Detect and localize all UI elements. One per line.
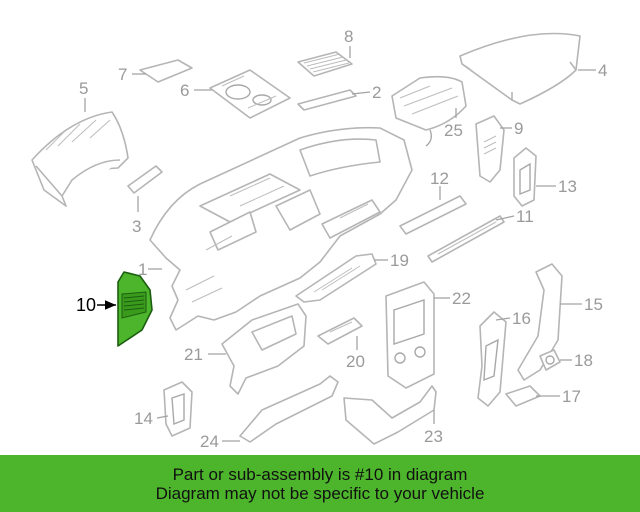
part-6-center-bezel [209, 69, 291, 119]
leader-lines [84, 46, 596, 442]
callout-13: 13 [558, 177, 577, 196]
part-20-bracket [317, 317, 363, 345]
part-23-console-trim [343, 385, 437, 445]
part-16-trim-bezel [477, 311, 507, 407]
callout-19: 19 [390, 251, 409, 270]
banner-line-2: Diagram may not be specific to your vehi… [155, 483, 485, 503]
callout-4: 4 [598, 61, 607, 80]
callout-16: 16 [512, 309, 531, 328]
part-25-airbag [391, 75, 467, 147]
callout-22: 22 [452, 289, 471, 308]
part-10-highlighted [117, 271, 153, 347]
part-21-column-cover [221, 303, 307, 395]
part-24-lower-panel [239, 375, 339, 443]
callout-6: 6 [180, 81, 189, 100]
part-9-side-panel [475, 115, 505, 183]
part-11-trim-strip [427, 215, 505, 263]
callout-10-highlighted: 10 [76, 295, 96, 315]
callout-18: 18 [574, 351, 593, 370]
part-22-center-stack [385, 281, 435, 389]
callout-2: 2 [372, 83, 381, 102]
info-banner: Part or sub-assembly is #10 in diagram D… [0, 455, 640, 512]
part-5-cluster-hood [31, 111, 129, 207]
part-4-top-pad [459, 32, 581, 105]
callout-11: 11 [516, 207, 534, 226]
callout-8: 8 [344, 27, 353, 46]
part-19-lower-trim [295, 253, 377, 303]
callout-24: 24 [200, 432, 219, 451]
part-14-vent [163, 381, 193, 437]
parts-diagram: 1 2 3 4 5 6 7 8 9 10 11 12 13 14 15 16 1… [31, 27, 607, 451]
callout-3: 3 [132, 217, 141, 236]
callout-12: 12 [430, 169, 449, 188]
callout-14: 14 [134, 409, 153, 428]
part-1-instrument-panel [149, 126, 413, 331]
callout-21: 21 [184, 345, 203, 364]
callout-20: 20 [346, 352, 365, 371]
callout-7: 7 [118, 65, 127, 84]
callout-9: 9 [514, 119, 523, 138]
callout-25: 25 [444, 121, 463, 140]
part-18-switch [539, 349, 561, 371]
part-12-trim-panel [399, 195, 467, 235]
callout-labels: 1 2 3 4 5 6 7 8 9 10 11 12 13 14 15 16 1… [76, 27, 607, 451]
callout-23: 23 [424, 427, 443, 446]
callout-1: 1 [138, 260, 147, 279]
callout-15: 15 [584, 295, 603, 314]
part-3-trim-strip [127, 165, 163, 194]
part-7-bezel [139, 59, 193, 83]
part-2-trim [297, 89, 357, 111]
part-13-vent [513, 147, 537, 207]
callout-5: 5 [79, 79, 88, 98]
callout-17: 17 [562, 387, 581, 406]
part-17-bracket [505, 385, 541, 407]
part-8-vent-grille [297, 51, 353, 77]
banner-line-1: Part or sub-assembly is #10 in diagram [172, 464, 468, 484]
